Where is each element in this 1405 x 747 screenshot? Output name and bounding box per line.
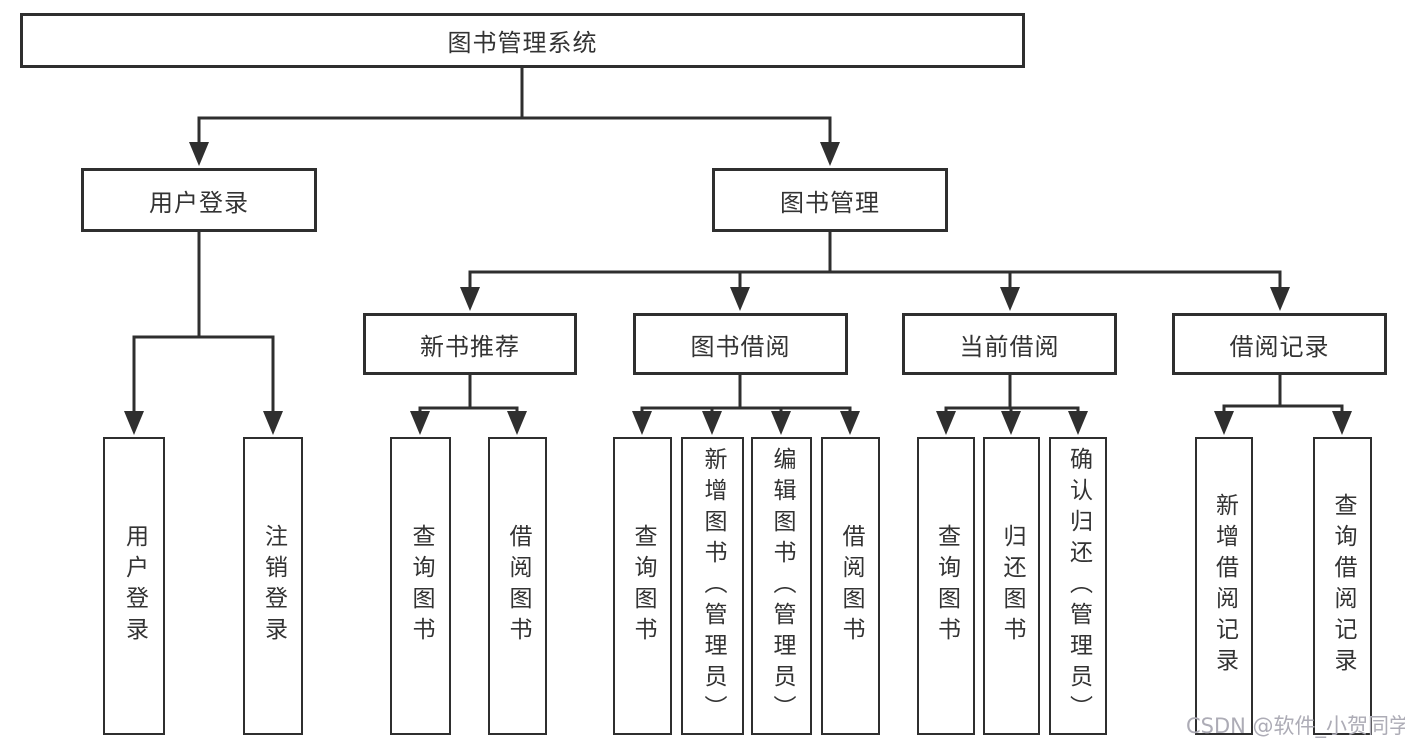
node-borrow-records: 借阅记录 — [1172, 313, 1387, 375]
leaf-add-borrow-record-label: 新增借阅记录 — [1211, 493, 1238, 679]
node-book-borrowing-label: 图书借阅 — [690, 332, 791, 361]
leaf-add-borrow-record: 新增借阅记录 — [1195, 437, 1253, 735]
node-book-management-label: 图书管理 — [780, 188, 880, 217]
node-user-login-label: 用户登录 — [149, 188, 249, 217]
leaf-query-book-borrowing: 查询图书 — [613, 437, 672, 735]
leaf-query-book-current-label: 查询图书 — [933, 524, 960, 648]
leaf-add-book-admin-label: 新增图书（管理员） — [700, 446, 726, 726]
leaf-confirm-return-admin-label: 确认归还（管理员） — [1065, 446, 1092, 726]
leaf-query-borrow-record-label: 查询借阅记录 — [1330, 493, 1356, 679]
leaf-logout-label: 注销登录 — [260, 524, 287, 648]
leaf-add-book-admin: 新增图书（管理员） — [681, 437, 744, 735]
node-book-management: 图书管理 — [712, 168, 948, 232]
node-library-system: 图书管理系统 — [20, 13, 1025, 68]
node-library-system-label: 图书管理系统 — [447, 29, 598, 57]
node-borrow-records-label: 借阅记录 — [1229, 332, 1330, 361]
leaf-borrow-book-borrowing: 借阅图书 — [821, 437, 880, 735]
leaf-edit-book-admin: 编辑图书（管理员） — [751, 437, 812, 735]
leaf-query-book-recommend-label: 查询图书 — [408, 524, 434, 648]
node-current-borrowing-label: 当前借阅 — [959, 332, 1060, 361]
leaf-edit-book-admin-label: 编辑图书（管理员） — [769, 446, 795, 726]
node-user-login: 用户登录 — [81, 168, 317, 232]
node-book-borrowing: 图书借阅 — [633, 313, 848, 375]
leaf-borrow-book-borrowing-label: 借阅图书 — [838, 524, 864, 648]
leaf-borrow-book-recommend-label: 借阅图书 — [505, 524, 531, 648]
csdn-watermark: CSDN @软件_小贺同学 — [1186, 714, 1405, 738]
leaf-logout: 注销登录 — [243, 437, 303, 735]
leaf-query-book-current: 查询图书 — [917, 437, 975, 735]
node-new-book-recommend-label: 新书推荐 — [420, 332, 520, 361]
node-current-borrowing: 当前借阅 — [902, 313, 1117, 375]
leaf-return-book-label: 归还图书 — [999, 524, 1025, 648]
leaf-user-login-label: 用户登录 — [121, 524, 148, 648]
leaf-query-book-recommend: 查询图书 — [390, 437, 451, 735]
leaf-query-borrow-record: 查询借阅记录 — [1313, 437, 1372, 735]
leaf-query-book-borrowing-label: 查询图书 — [630, 524, 656, 648]
leaf-user-login: 用户登录 — [103, 437, 165, 735]
leaf-borrow-book-recommend: 借阅图书 — [488, 437, 547, 735]
node-new-book-recommend: 新书推荐 — [363, 313, 577, 375]
leaf-return-book: 归还图书 — [983, 437, 1040, 735]
leaf-confirm-return-admin: 确认归还（管理员） — [1049, 437, 1107, 735]
